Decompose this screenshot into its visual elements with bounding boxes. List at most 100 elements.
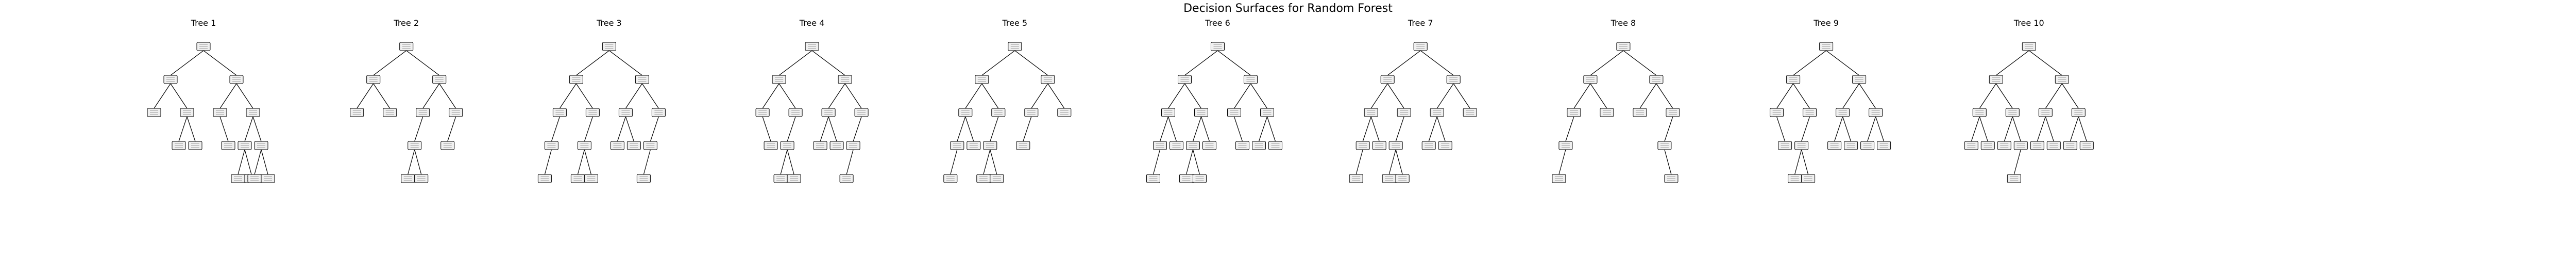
tree-node: [569, 75, 583, 84]
tree-edge: [203, 50, 237, 76]
tree-edge: [154, 83, 171, 109]
tree-node: [537, 174, 552, 183]
tree-node: [449, 108, 463, 117]
tree-node: [2038, 108, 2053, 117]
tree-title: Tree 7: [1408, 18, 1433, 28]
tree-edge: [965, 83, 982, 109]
tree-edge: [1428, 116, 1437, 142]
tree-edge: [846, 149, 854, 175]
tree-node: [440, 141, 455, 150]
tree-node: [350, 108, 364, 117]
tree-edge: [187, 116, 196, 142]
tree-title: Tree 4: [799, 18, 825, 28]
tree-node: [1583, 75, 1598, 84]
tree-edge: [406, 50, 440, 76]
tree-edge: [1436, 83, 1454, 109]
tree-node: [1372, 141, 1386, 150]
tree-edge: [1355, 149, 1363, 175]
tree-panel-5: Tree 5: [943, 18, 1072, 183]
tree-node: [829, 141, 844, 150]
tree-node: [2071, 108, 2086, 117]
tree-node: [213, 108, 227, 117]
tree-node: [983, 141, 997, 150]
tree-node: [1657, 141, 1672, 150]
tree-edge: [1362, 116, 1371, 142]
tree-node: [651, 108, 666, 117]
tree-node: [1869, 108, 1883, 117]
tree-edge: [1794, 149, 1802, 175]
tree-node: [1186, 141, 1200, 150]
tree-panel-7: Tree 7: [1349, 18, 1477, 183]
tree-node: [1616, 42, 1631, 51]
tree-edge: [2045, 83, 2062, 109]
tree-node: [838, 75, 852, 84]
tree-node: [188, 141, 202, 150]
tree-edge: [1388, 149, 1396, 175]
tree-node: [1380, 75, 1395, 84]
tree-edge: [2061, 83, 2079, 109]
tree-node: [172, 141, 186, 150]
tree-edge: [1793, 50, 1826, 76]
tree-node: [839, 174, 854, 183]
tree-node: [2063, 141, 2077, 150]
tree-node: [414, 174, 429, 183]
tree-node: [231, 174, 245, 183]
tree-node: [1179, 174, 1193, 183]
tree-edge: [625, 83, 642, 109]
tree-edge: [787, 149, 794, 175]
tree-edge: [1971, 116, 1980, 142]
tree-node: [991, 108, 1006, 117]
tree-edge: [1834, 116, 1843, 142]
tree-title: Tree 10: [2013, 18, 2044, 28]
tree-edge: [236, 83, 253, 109]
tree-node: [1430, 108, 1444, 117]
tree-node: [1153, 141, 1167, 150]
tree-node: [1364, 108, 1378, 117]
tree-node: [1803, 108, 1817, 117]
tree-node: [1008, 42, 1022, 51]
tree-edge: [950, 149, 958, 175]
tree-edge: [1842, 116, 1852, 142]
tree-edge: [1859, 83, 1876, 109]
tree-node: [399, 42, 414, 51]
tree-title: Tree 8: [1611, 18, 1636, 28]
tree-edge: [2028, 50, 2062, 76]
tree-node: [1395, 174, 1410, 183]
tree-edge: [780, 149, 788, 175]
tree-edge: [1639, 83, 1657, 109]
tree-edge: [1664, 149, 1672, 175]
tree-edge: [577, 149, 585, 175]
tree-node: [1552, 174, 1566, 183]
tree-node: [602, 42, 616, 51]
tree-node: [2022, 42, 2036, 51]
tree-edge: [2004, 116, 2013, 142]
tree-node: [401, 174, 415, 183]
tree-title: Tree 5: [1002, 18, 1027, 28]
tree-edge: [373, 50, 407, 76]
tree-node: [552, 108, 567, 117]
tree-edge: [828, 116, 837, 142]
tree-node: [247, 174, 262, 183]
tree-node: [1211, 42, 1225, 51]
tree-edge: [2012, 116, 2021, 142]
tree-edge: [414, 149, 422, 175]
tree-edge: [1387, 50, 1421, 76]
tree-edge: [2078, 116, 2087, 142]
tree-node: [1349, 174, 1363, 183]
tree-node: [975, 75, 989, 84]
tree-node: [229, 75, 244, 84]
tree-edge: [1590, 50, 1624, 76]
tree-node: [1786, 75, 1801, 84]
tree-edge: [244, 149, 252, 175]
tree-edge: [1047, 83, 1065, 109]
tree-node: [1024, 108, 1039, 117]
tree-node: [1844, 141, 1858, 150]
tree-node: [626, 141, 641, 150]
tree-edge: [1192, 149, 1200, 175]
tree-edge: [2045, 116, 2054, 142]
tree-node: [950, 141, 964, 150]
tree-node: [1382, 174, 1396, 183]
tree-node: [585, 108, 600, 117]
tree-node: [1972, 108, 1987, 117]
tree-node: [1827, 141, 1842, 150]
